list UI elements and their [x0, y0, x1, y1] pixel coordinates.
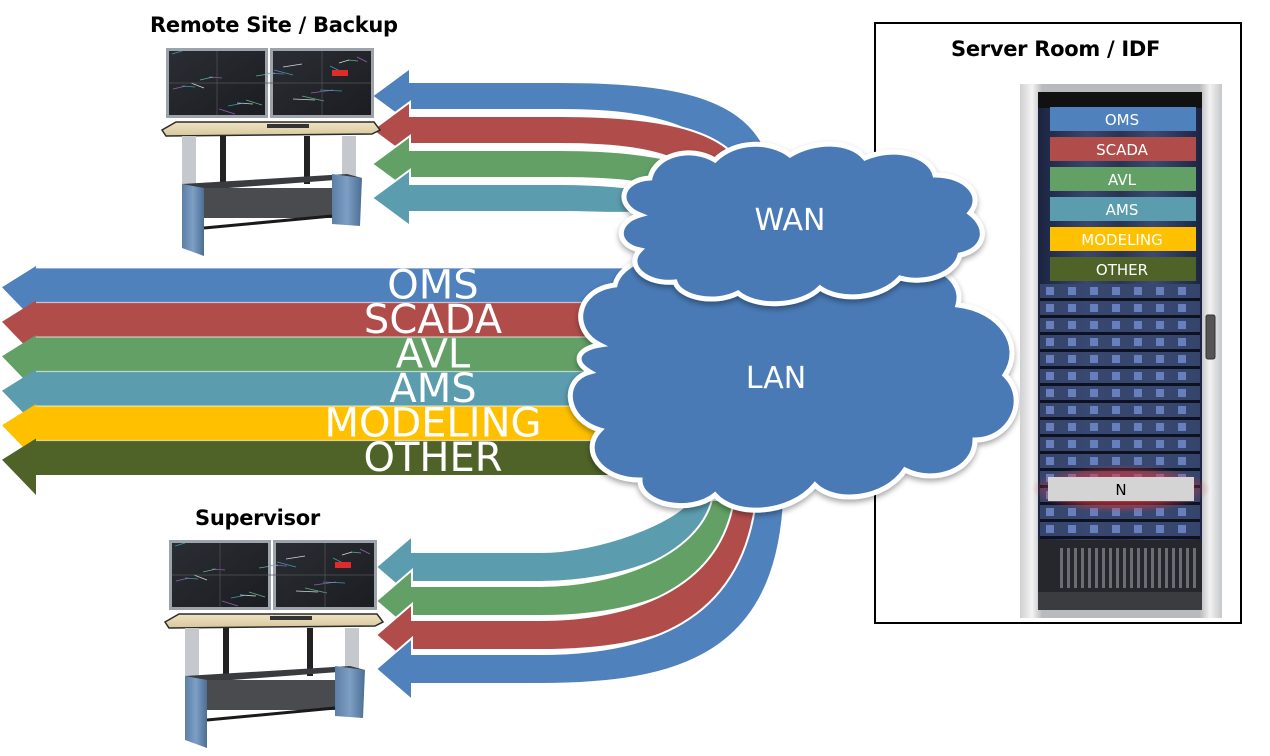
lan-band-label: OTHER — [363, 435, 502, 481]
cabinet-side-left — [182, 184, 204, 256]
wan-cloud[interactable] — [618, 141, 985, 307]
lan-band-scada: SCADA — [2, 297, 700, 357]
rack-slots: OMS SCADA AVL AMS MODELING OTHER — [1050, 107, 1196, 281]
cabinet-side-left — [185, 676, 207, 748]
supervisor-title: Supervisor — [195, 506, 320, 530]
rack-handle — [1205, 314, 1216, 360]
lan-band-other: OTHER — [2, 435, 700, 495]
rack-slot-label: SCADA — [1096, 141, 1149, 159]
lan-band-label: OMS — [387, 263, 478, 309]
remote-site-console — [160, 48, 382, 256]
rack-slot-avl: AVL — [1050, 167, 1196, 191]
server-room-title: Server Room / IDF — [951, 37, 1161, 61]
wan-label: WAN — [755, 203, 826, 238]
rack-slot-ams: AMS — [1050, 197, 1196, 221]
cabinet-side-right — [335, 666, 365, 718]
rack-slot-oms: OMS — [1050, 107, 1196, 131]
rack-slot-label: OTHER — [1096, 261, 1148, 279]
rack-slot-label: OMS — [1105, 111, 1139, 129]
cabinet-side-right — [332, 174, 362, 226]
svg-text:N: N — [1115, 481, 1126, 499]
server-rack — [1020, 84, 1222, 618]
lan-band-label: AMS — [389, 366, 476, 412]
rack-slot-modeling: MODELING — [1050, 227, 1196, 251]
lan-band-label: SCADA — [364, 297, 503, 343]
lan-band-label: AVL — [396, 332, 471, 378]
lan-band-oms: OMS — [2, 263, 700, 323]
lan-band-avl: AVL — [2, 332, 700, 392]
supervisor-arrow-oms — [374, 499, 786, 703]
desk-surface — [160, 121, 382, 137]
lan-label: LAN — [746, 361, 806, 396]
lan-to-supervisor-arrows — [374, 499, 786, 703]
remote-site-title: Remote Site / Backup — [150, 13, 398, 37]
desk-surface — [163, 613, 385, 629]
rack-slot-label: AMS — [1106, 201, 1139, 219]
lan-band-label: MODELING — [324, 401, 541, 447]
rack-slot-label: MODELING — [1081, 231, 1162, 249]
rack-slot-n: N — [1048, 477, 1194, 501]
lan-band-modeling: MODELING — [2, 401, 700, 461]
rack-slot-other: OTHER — [1050, 257, 1196, 281]
rack-slot-label: AVL — [1108, 171, 1137, 189]
rack-slot-scada: SCADA — [1050, 137, 1196, 161]
supervisor-console — [163, 540, 385, 748]
